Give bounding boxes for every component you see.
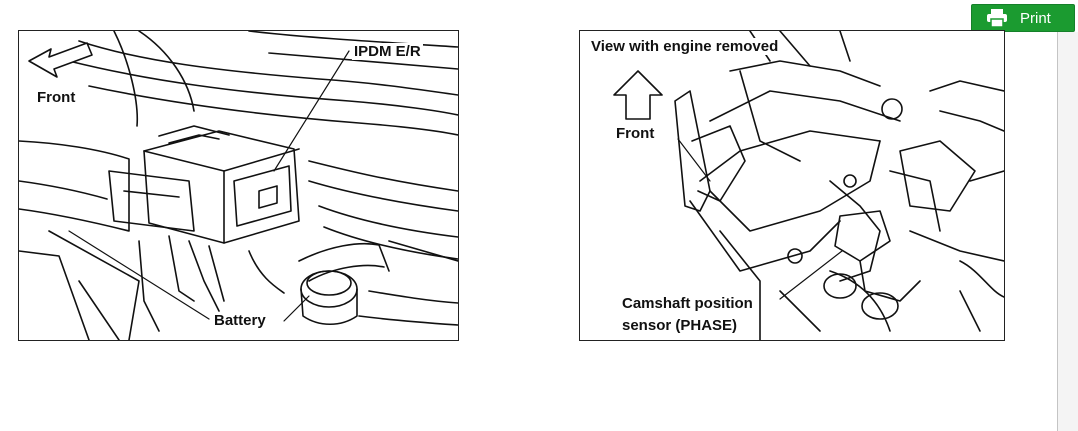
- camshaft-sensor-drawing: [613, 31, 1004, 340]
- front-direction-label: Front: [614, 125, 657, 142]
- ipdm-callout-label: IPDM E/R: [352, 43, 423, 60]
- scrollbar-thumb[interactable]: [1058, 32, 1078, 431]
- front-direction-label: Front: [35, 89, 78, 106]
- print-button[interactable]: Print: [971, 4, 1075, 32]
- printer-icon: [987, 9, 1007, 27]
- sensor-callout-line2: sensor (PHASE): [620, 317, 740, 334]
- print-label: Print: [1020, 9, 1051, 27]
- camshaft-sensor-figure: View with engine removed Front Camshaft …: [579, 30, 1005, 341]
- sensor-callout-line1: Camshaft position: [620, 295, 755, 312]
- engine-bay-figure: Front IPDM E/R Battery: [18, 30, 459, 341]
- battery-callout-label: Battery: [212, 312, 268, 329]
- engine-bay-drawing: [19, 31, 458, 340]
- figure-caption: View with engine removed: [589, 38, 781, 55]
